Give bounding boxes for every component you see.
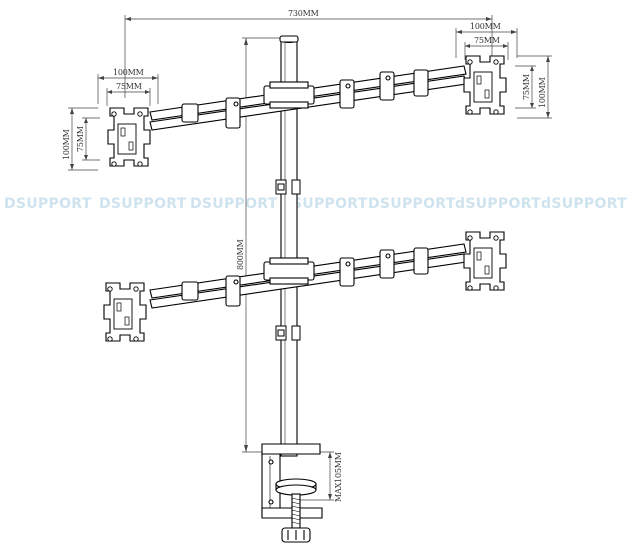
dim-pole-height: 800MM: [236, 239, 245, 270]
dim-vesa-outer-left: 100MM: [113, 68, 144, 77]
dim-clamp-max: MAX105MM: [334, 452, 343, 502]
watermark-band: DSUPPORT DSUPPORT DSUPPORT DSUPPORT DSUP…: [4, 196, 627, 212]
dim-vesa-left-vertical-outer: 100MM: [62, 129, 71, 160]
vesa-plate-bottom-right: [463, 231, 507, 291]
dim-overall-width: 730MM: [288, 9, 319, 18]
watermark-text: DSUPPORT: [99, 196, 187, 212]
watermark-text: dSUPPORT: [455, 196, 541, 212]
dim-vesa-right-vertical-inner: 75MM: [522, 74, 531, 100]
watermark-text: DSUPPORT: [190, 196, 278, 212]
dimension-arrows: [70, 17, 550, 500]
watermark-text: dSUPPORT: [541, 196, 627, 212]
upper-arm-assembly: [149, 65, 467, 131]
lower-arm-assembly: [149, 243, 467, 309]
watermark-text: DSUPPORT: [368, 196, 456, 212]
dim-vesa-inner-right: 75MM: [474, 36, 500, 45]
pole-clips: [275, 179, 301, 341]
vesa-plate-top-right: [463, 55, 507, 115]
dim-vesa-right-vertical-outer: 100MM: [538, 77, 547, 108]
vesa-plate-bottom-left: [103, 282, 147, 342]
dim-vesa-left-vertical-inner: 75MM: [76, 126, 85, 152]
watermark-text: DSUPPORT: [4, 196, 92, 212]
desk-clamp: [261, 443, 323, 543]
vesa-plate-top-left: [107, 107, 151, 167]
dim-vesa-outer-right: 100MM: [470, 22, 501, 31]
dimension-lines: [68, 15, 552, 501]
dim-vesa-inner-left: 75MM: [116, 82, 142, 91]
watermark-text: DSUPPORT: [280, 196, 368, 212]
